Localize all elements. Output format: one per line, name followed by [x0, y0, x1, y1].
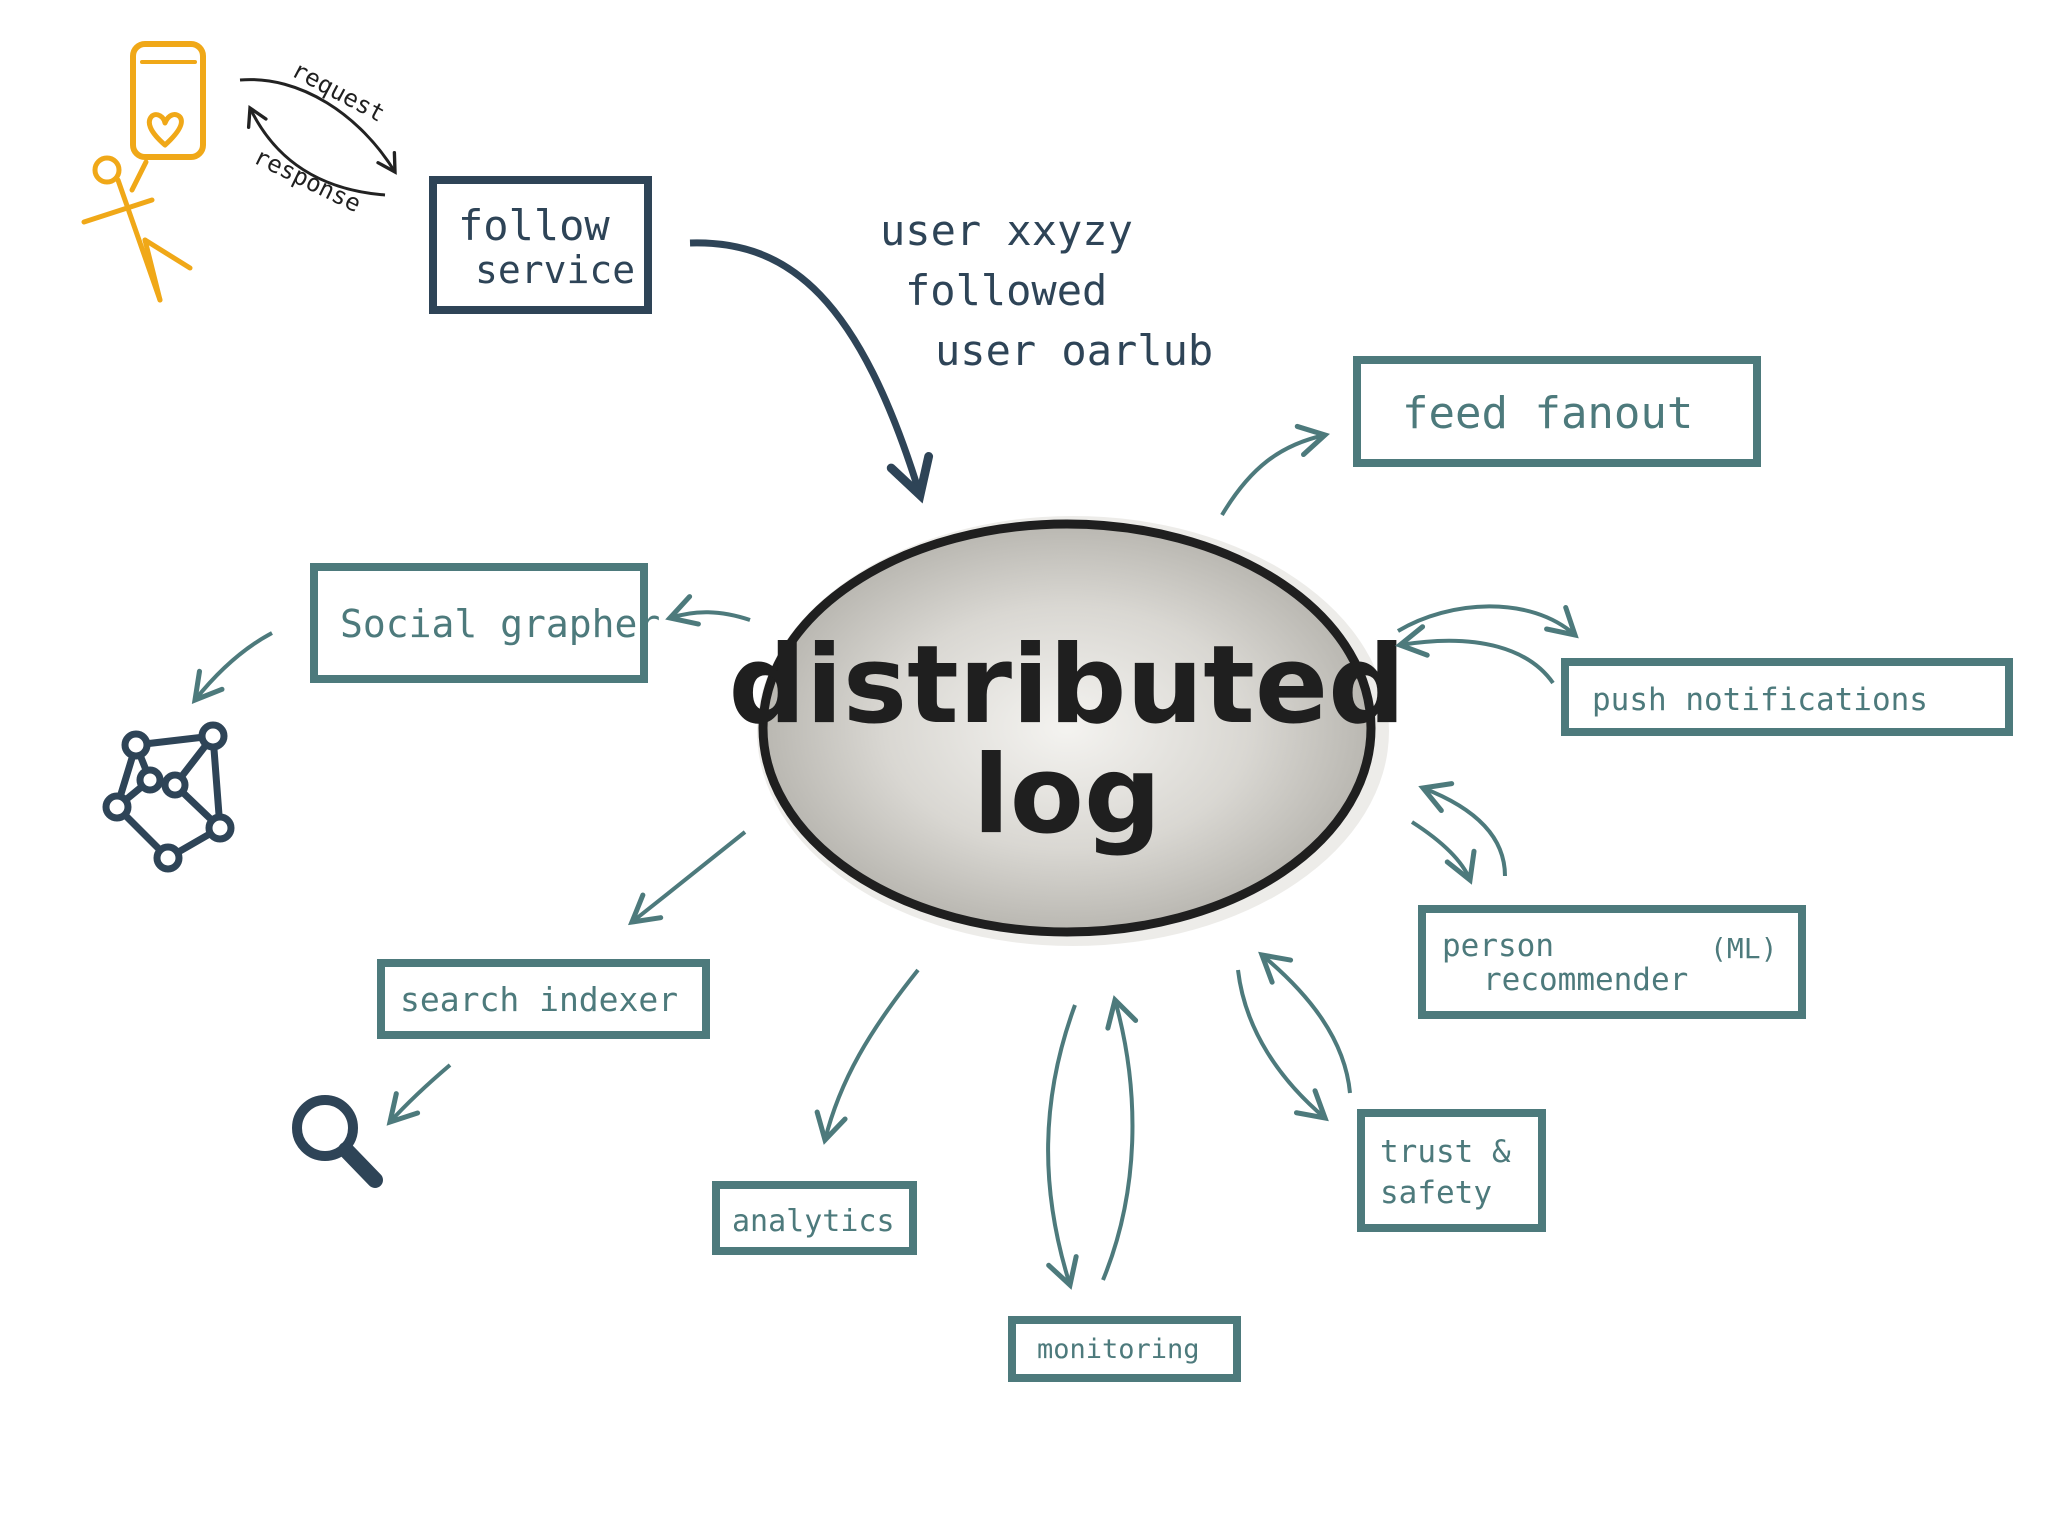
person-recommender-node[interactable]: person recommender (ML) — [1418, 905, 1806, 1019]
distributed-log-node[interactable]: distributed log — [729, 516, 1406, 946]
magnifying-glass-icon — [292, 1095, 383, 1188]
graph-network-icon — [102, 721, 235, 873]
recommender-to-log-arrow — [1418, 781, 1507, 877]
social-grapher-node[interactable]: Social grapher — [310, 563, 660, 683]
search-indexer-to-search-arrow — [386, 1063, 452, 1126]
distributed-log-ellipse — [758, 519, 1376, 937]
person-recommender-label-line2: recommender — [1483, 962, 1688, 998]
log-to-recommender-arrow — [1410, 820, 1477, 885]
monitoring-label: monitoring — [1037, 1334, 1200, 1365]
trust-safety-label-line1: trust & — [1380, 1134, 1511, 1170]
analytics-label: analytics — [732, 1204, 895, 1239]
distributed-log-label-line2: log — [973, 733, 1162, 858]
request-arrow — [239, 78, 397, 175]
response-arrow — [246, 104, 386, 197]
user-with-phone-icon — [81, 41, 206, 303]
trust-safety-to-log-arrow — [1258, 951, 1352, 1094]
analytics-node[interactable]: analytics — [712, 1181, 917, 1255]
feed-fanout-label: feed fanout — [1402, 388, 1693, 439]
trust-safety-label-line2: safety — [1380, 1175, 1492, 1211]
follow-service-box — [429, 176, 652, 314]
person-recommender-label-line1: person — [1442, 928, 1554, 964]
social-grapher-box — [310, 563, 648, 683]
log-to-feed-fanout-arrow — [1220, 423, 1330, 517]
follow-to-log-arrow — [689, 239, 934, 504]
push-notifications-label: push notifications — [1592, 682, 1928, 718]
follow-service-label-line2: service — [475, 248, 635, 292]
feed-fanout-node[interactable]: feed fanout — [1353, 356, 1761, 467]
event-text-line3: user oarlub — [935, 326, 1213, 375]
search-indexer-label: search indexer — [400, 980, 678, 1019]
log-to-social-grapher-arrow — [665, 594, 751, 627]
follow-service-node[interactable]: follow service — [429, 176, 652, 314]
search-indexer-box — [377, 959, 710, 1039]
push-notifications-node[interactable]: push notifications — [1561, 658, 2013, 736]
log-to-trust-safety-arrow — [1236, 969, 1329, 1122]
trust-safety-box — [1357, 1109, 1546, 1232]
social-grapher-label: Social grapher — [340, 602, 660, 646]
search-indexer-node[interactable]: search indexer — [377, 959, 710, 1039]
log-to-monitoring-arrow — [1046, 1004, 1079, 1290]
monitoring-node[interactable]: monitoring — [1008, 1316, 1241, 1382]
monitoring-box — [1008, 1316, 1241, 1382]
trust-safety-node[interactable]: trust & safety — [1357, 1109, 1546, 1232]
log-to-search-indexer-arrow — [628, 830, 747, 926]
log-to-push-arrow — [1396, 604, 1579, 639]
follow-service-label-line1: follow — [458, 201, 610, 250]
log-to-analytics-arrow — [814, 968, 920, 1145]
person-recommender-box — [1418, 905, 1806, 1019]
event-text-line1: user xxyzy — [880, 206, 1133, 255]
analytics-box — [712, 1181, 917, 1255]
push-to-log-arrow — [1394, 624, 1555, 685]
response-label: response — [249, 142, 365, 218]
distributed-log-label-line1: distributed — [729, 623, 1406, 748]
event-text-line2: followed — [905, 266, 1107, 315]
push-notifications-box — [1561, 658, 2013, 736]
phone-icon — [130, 41, 206, 160]
monitoring-to-log-arrow — [1101, 995, 1139, 1281]
person-recommender-ml-label: (ML) — [1710, 932, 1777, 965]
social-grapher-to-graph-arrow — [191, 631, 273, 704]
feed-fanout-box — [1353, 356, 1761, 467]
heart-icon — [146, 112, 184, 148]
person-head-icon — [92, 155, 122, 185]
